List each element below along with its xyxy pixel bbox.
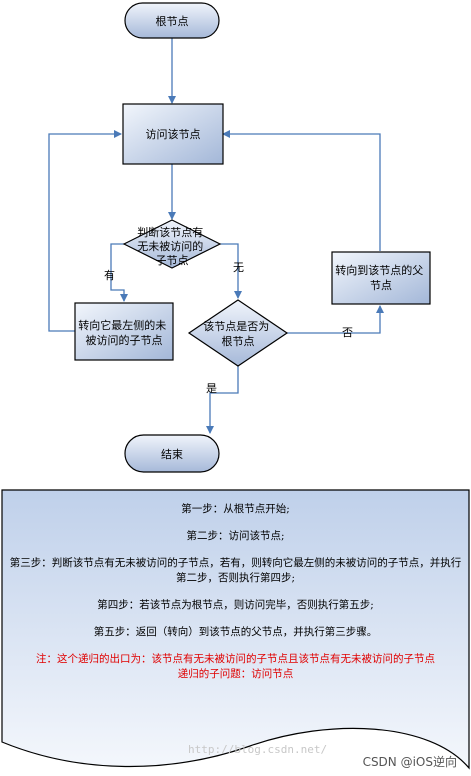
visit-node-label: 访问该节点 [146,127,201,141]
left-box-line-1: 转向它最左侧的未 [78,318,166,332]
decision1-node: 判断该节点有 无未被访问的 子节点 [122,219,222,269]
step-2: 第二步：访问该节点; [186,530,285,542]
left-box-label: 转向它最左侧的未 被访问的子节点 [78,318,170,347]
right-box-line-1: 转向到该节点的父 [335,263,423,277]
edges [48,38,384,434]
label-has-child: 有 [104,268,115,282]
edge-left-box-to-visit [48,130,122,332]
decision2-label: 该节点是否为 根节点 [203,319,273,348]
right-box-line-2: 节点 [370,279,392,292]
decision1-line-2: 无未被访问的 [137,239,203,253]
label-not-root: 否 [342,326,353,339]
edge-decision2-to-end [206,366,239,434]
right-box-label: 转向到该节点的父 节点 [335,263,427,292]
step-3: 第三步：判断该节点有无未被访问的子节点，若有，则转向它最左侧的未被访问的子节点，… [9,557,462,584]
decision1-line-1: 判断该节点有 [137,225,203,239]
step-5: 第五步：返回（转向）到该节点的父节点，并执行第三步骤。 [93,626,378,638]
label-no-child: 无 [233,261,244,274]
left-box-node: 转向它最左侧的未 被访问的子节点 [74,302,174,361]
right-box-node: 转向到该节点的父 节点 [331,251,431,305]
end-node-label: 结束 [161,448,183,461]
note-recursion-exit: 注：这个递归的出口为：该节点有无未被访问的子节点且该节点有无未被访问的子节点 [36,653,435,665]
watermark-brand: CSDN @iOS逆向 [362,755,457,769]
decision2-line-1: 该节点是否为 [203,319,269,333]
edge-decision1-to-left-box [110,243,128,302]
document-text: 第一步：从根节点开始; 第二步：访问该节点; 第三步：判断该节点有无未被访问的子… [8,502,463,682]
decision2-node: 该节点是否为 根节点 [187,299,289,367]
left-box-line-2: 被访问的子节点 [86,333,163,347]
watermark-url: http://blog.csdn.net/ [188,743,328,756]
decision2-line-2: 根节点 [222,334,255,348]
decision1-line-3: 子节点 [156,254,189,267]
visit-node: 访问该节点 [122,103,224,165]
label-is-root: 是 [206,382,217,395]
note-subproblem: 递归的子问题：访问节点 [177,668,294,680]
start-node-label: 根节点 [156,14,189,28]
edge-decision2-to-right-box [287,305,384,334]
step-4: 第四步：若该节点为根节点，则访问完毕，否则执行第五步; [97,599,374,611]
start-node: 根节点 [124,2,220,39]
end-node: 结束 [124,434,220,473]
document-shape [1,489,470,770]
edge-right-box-to-visit [222,130,381,251]
decision1-label: 判断该节点有 无未被访问的 子节点 [137,225,207,267]
step-1: 第一步：从根节点开始; [181,503,290,515]
edge-decision1-to-decision2 [220,243,242,299]
